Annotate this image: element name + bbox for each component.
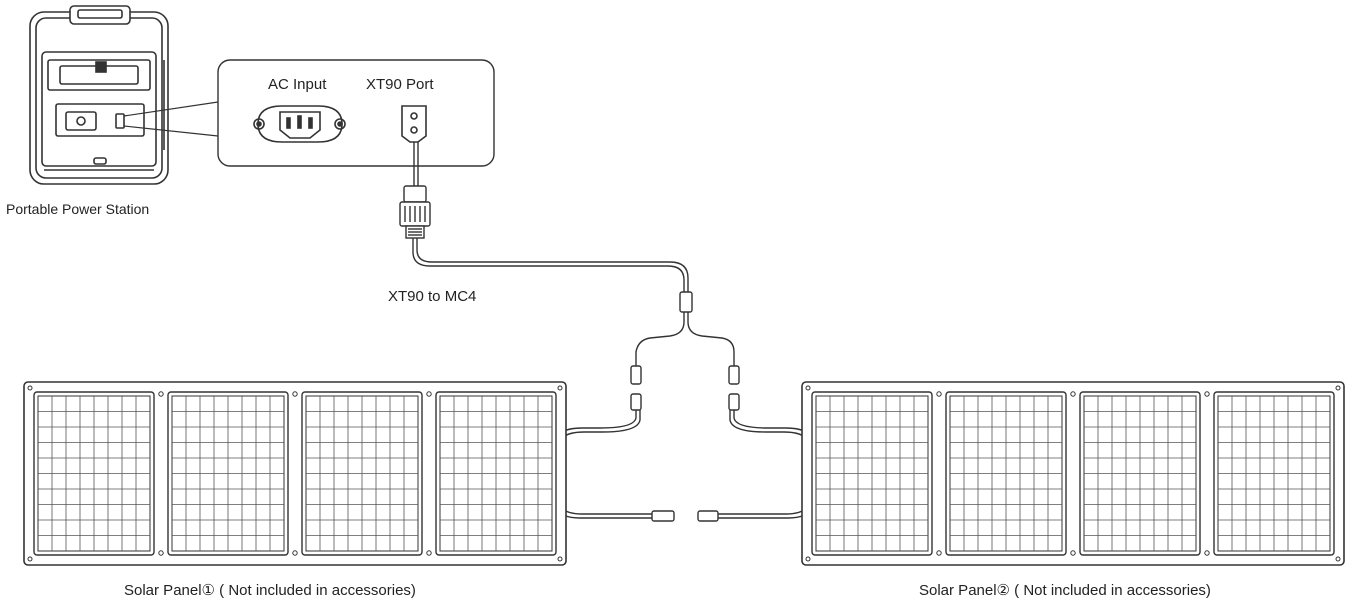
cable-label: XT90 to MC4 [388,288,477,305]
mc4-connectors [630,365,740,411]
solar-panel-1-label: Solar Panel① ( Not included in accessori… [124,582,416,599]
power-station [29,5,169,185]
ac-input-label: AC Input [268,76,327,93]
solar-panel-2 [801,381,1345,566]
port-callout-box [217,59,495,167]
solar-module [1079,391,1201,556]
callout-lines [123,101,219,137]
xt90-port-icon [401,105,427,143]
power-station-label: Portable Power Station [6,201,150,217]
ac-input-port-icon [253,105,346,143]
solar-panel-2-label: Solar Panel② ( Not included in accessori… [919,582,1211,599]
solar-module [33,391,155,556]
solar-panel-1 [23,381,567,566]
solar-module [167,391,289,556]
solar-module [945,391,1067,556]
solar-module [301,391,423,556]
xt90-port-label: XT90 Port [366,76,434,93]
solar-module [1213,391,1335,556]
xt90-cable [399,142,735,366]
solar-module [435,391,557,556]
solar-module [811,391,933,556]
